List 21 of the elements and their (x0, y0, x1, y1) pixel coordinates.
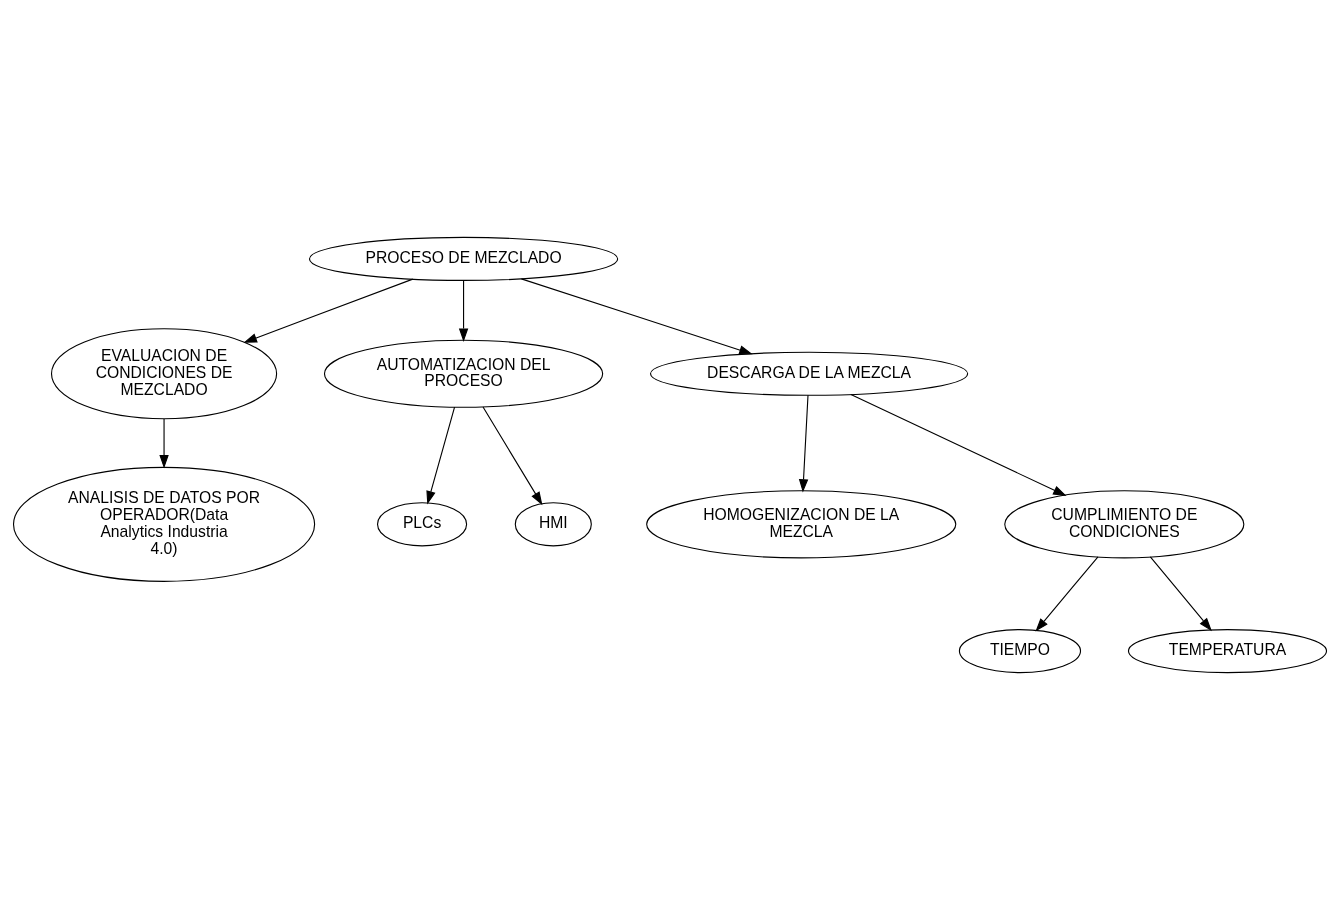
node-ellipse: HMI (514, 501, 592, 546)
node-ellipse: DESCARGA DE LA MEZCLA (649, 351, 969, 396)
arrow (458, 279, 469, 342)
node-ellipse: ANALISIS DE DATOS POR OPERADOR(Data Analytics Industria 4.0) (12, 466, 316, 582)
arrow (243, 278, 414, 343)
node-ellipse: HOMOGENIZACION DE LA MEZCLA (646, 489, 957, 558)
node-ellipse: PLCs (376, 501, 468, 546)
node-ellipse: AUTOMATIZACION DEL PROCESO (323, 339, 604, 408)
node-ellipse: EVALUACION DE CONDICIONES DE MEZCLADO (50, 327, 278, 419)
arrow (482, 406, 543, 505)
node-ellipse: PROCESO DE MEZCLADO (308, 236, 619, 281)
node-ellipse: TIEMPO (958, 628, 1082, 673)
arrow (520, 277, 753, 355)
arrow (1035, 555, 1099, 632)
arrow (798, 394, 809, 493)
arrow (850, 393, 1067, 496)
node-ellipse: TEMPERATURA (1127, 628, 1328, 673)
node-ellipse: CUMPLIMIENTO DE CONDICIONES (1004, 489, 1245, 558)
arrow (159, 417, 169, 469)
arrow (1149, 555, 1212, 631)
arrow (426, 406, 456, 505)
